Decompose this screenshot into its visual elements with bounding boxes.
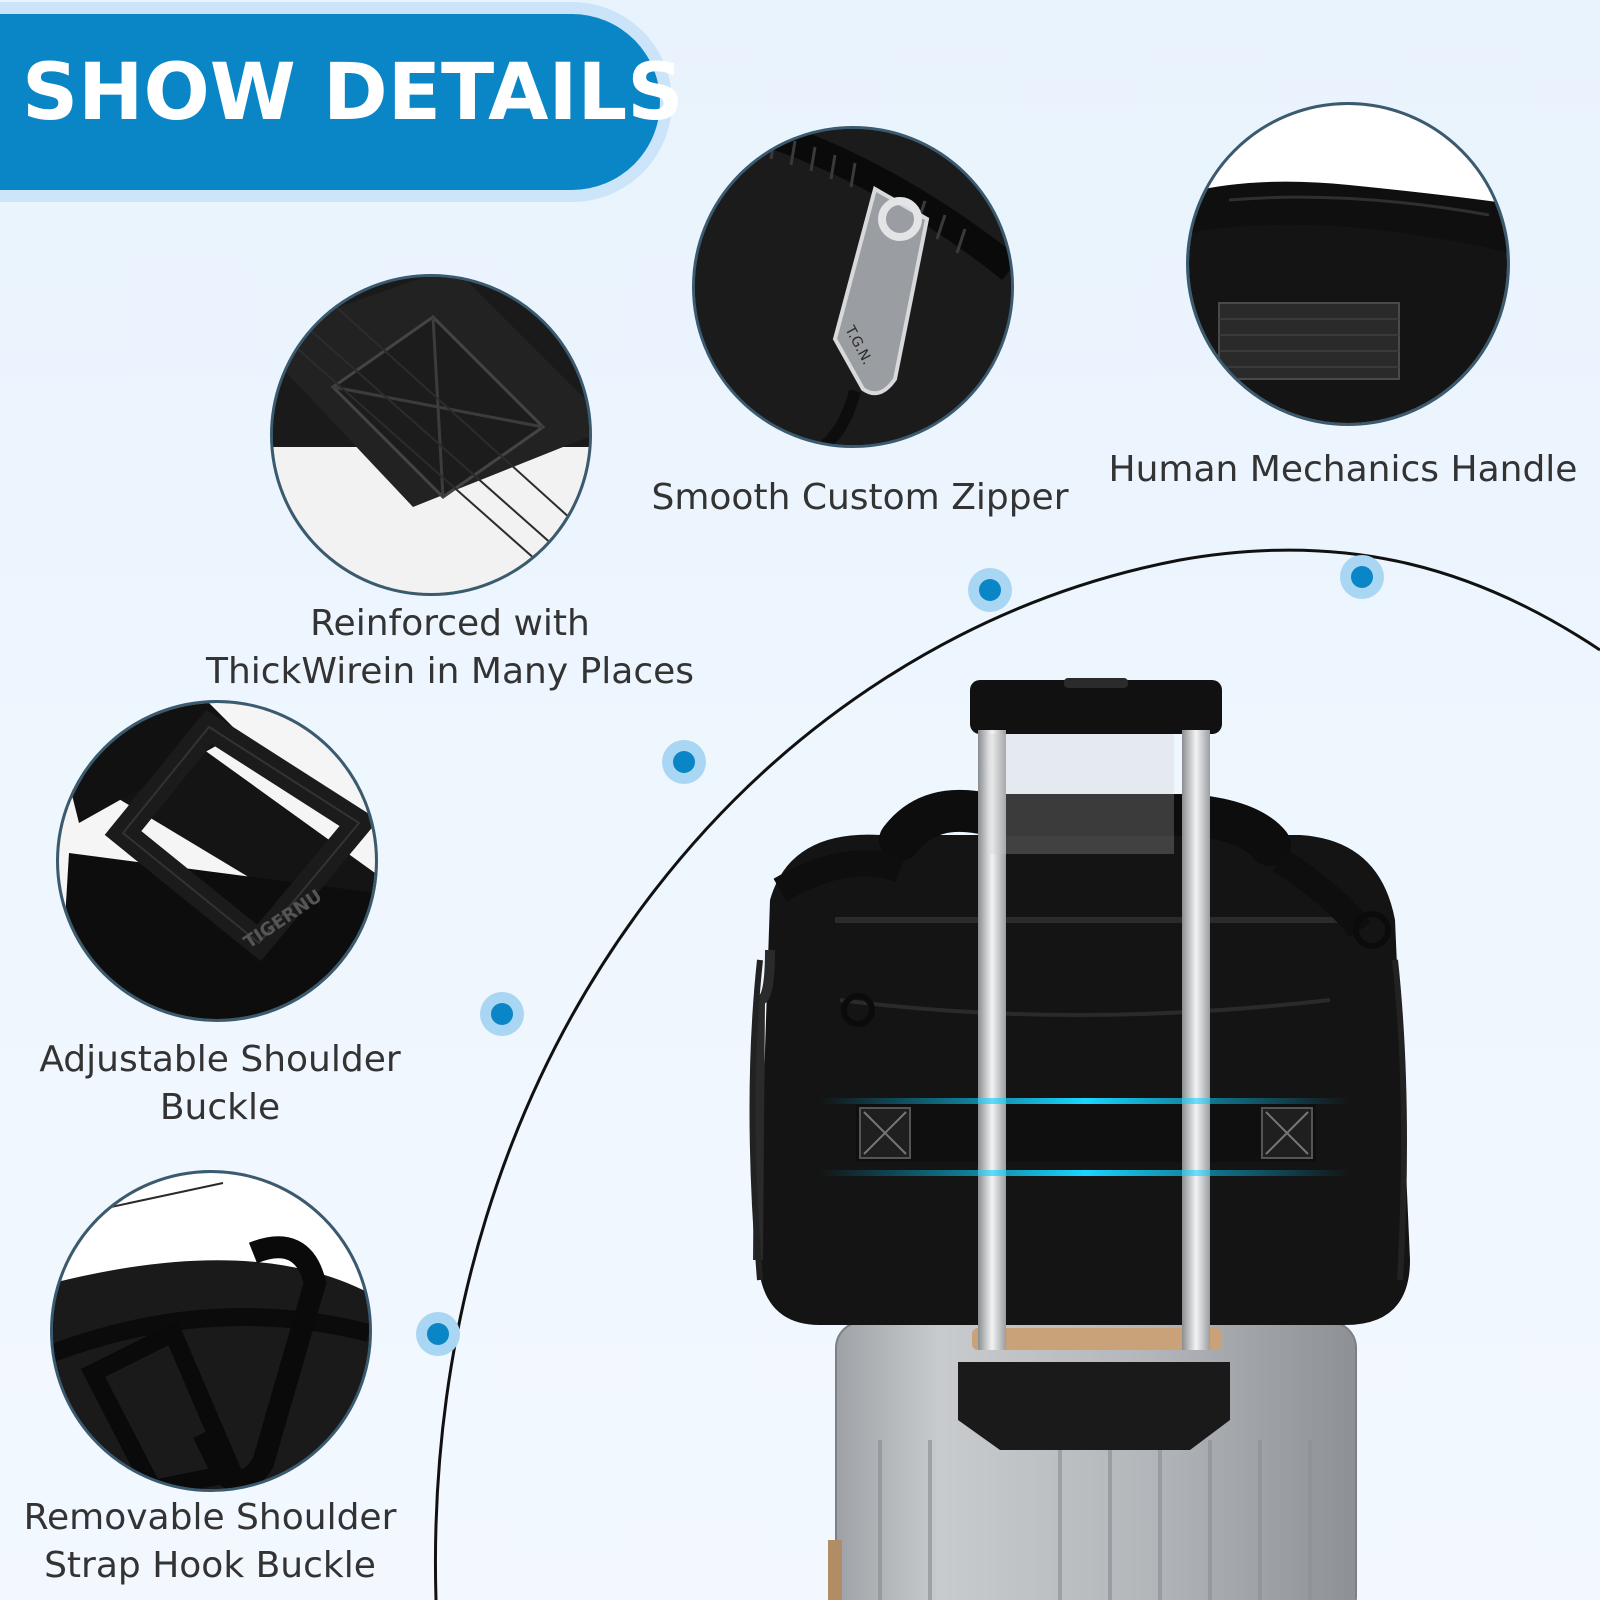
buckle-icon: TIGERNU — [59, 703, 375, 1019]
marker-dot — [979, 579, 1001, 601]
marker-buckle[interactable] — [480, 992, 524, 1036]
callout-arc — [433, 548, 1600, 1600]
glow-line-top — [820, 1098, 1350, 1104]
luggage — [828, 1321, 1357, 1600]
zipper-icon: T.G.N. — [695, 129, 1011, 445]
detail-image-buckle: TIGERNU — [56, 700, 378, 1022]
caption-line: Smooth Custom Zipper — [651, 477, 1069, 518]
caption-buckle: Adjustable Shoulder Buckle — [20, 1036, 420, 1132]
detail-image-zipper: T.G.N. — [692, 126, 1014, 448]
glow-line-bottom — [820, 1170, 1350, 1176]
detail-image-hook — [50, 1170, 372, 1492]
marker-zipper[interactable] — [968, 568, 1012, 612]
marker-dot — [1351, 566, 1373, 588]
caption-reinforced: Reinforced with ThickWirein in Many Plac… — [200, 600, 700, 696]
caption-line: Reinforced with — [310, 603, 590, 644]
trolley-handle — [970, 678, 1222, 1350]
marker-dot — [673, 751, 695, 773]
caption-line: Strap Hook Buckle — [44, 1545, 376, 1586]
page-title: SHOW DETAILS — [22, 48, 684, 138]
marker-dot — [491, 1003, 513, 1025]
caption-line: ThickWirein in Many Places — [205, 651, 695, 692]
hook-icon — [53, 1173, 369, 1489]
marker-reinforced[interactable] — [662, 740, 706, 784]
reinforced-stitch-icon — [273, 277, 589, 593]
handle-icon — [1189, 105, 1507, 423]
marker-handle[interactable] — [1340, 555, 1384, 599]
marker-dot — [427, 1323, 449, 1345]
caption-zipper: Smooth Custom Zipper — [640, 474, 1080, 522]
caption-line: Removable Shoulder — [23, 1497, 397, 1538]
caption-line: Human Mechanics Handle — [1108, 449, 1578, 490]
caption-line: Adjustable Shoulder — [39, 1039, 401, 1080]
header-banner — [0, 14, 660, 190]
detail-image-reinforced — [270, 274, 592, 596]
duffel-bag — [749, 789, 1410, 1325]
caption-line: Buckle — [159, 1087, 281, 1128]
detail-image-handle — [1186, 102, 1510, 426]
marker-hook[interactable] — [416, 1312, 460, 1356]
caption-handle: Human Mechanics Handle — [1098, 446, 1588, 494]
caption-hook: Removable Shoulder Strap Hook Buckle — [10, 1494, 410, 1590]
